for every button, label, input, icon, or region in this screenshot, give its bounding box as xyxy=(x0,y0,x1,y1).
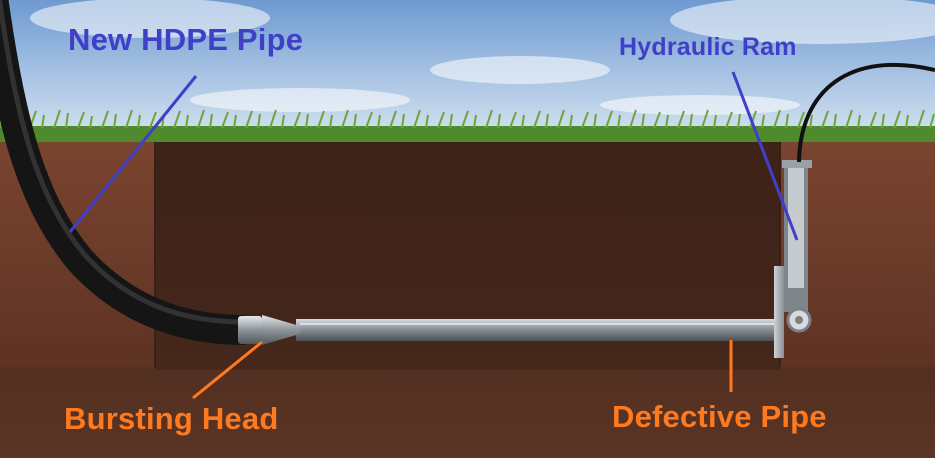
hdpe-pipe xyxy=(0,0,246,345)
label-hydraulic-ram: Hydraulic Ram xyxy=(619,33,797,61)
ram-callout-line xyxy=(731,71,799,241)
hdpe-pipe-highlight xyxy=(0,0,245,325)
label-bursting-head: Bursting Head xyxy=(64,401,279,436)
ram-plate xyxy=(774,266,784,358)
hydraulic-hose xyxy=(797,62,935,163)
label-defective-pipe: Defective Pipe xyxy=(612,399,827,434)
grass xyxy=(0,126,935,142)
defective-pipe xyxy=(296,319,780,341)
label-new-hdpe-pipe: New HDPE Pipe xyxy=(68,22,304,57)
ram-cap xyxy=(782,160,812,168)
bursting-head-collar xyxy=(238,316,262,344)
ram-cylinder xyxy=(788,168,804,288)
clouds xyxy=(30,0,935,115)
bursting-head-cone xyxy=(262,315,300,345)
ram-pulley-hub xyxy=(795,316,803,324)
hdpe-callout-line xyxy=(68,75,198,233)
head-callout-line xyxy=(192,340,263,400)
